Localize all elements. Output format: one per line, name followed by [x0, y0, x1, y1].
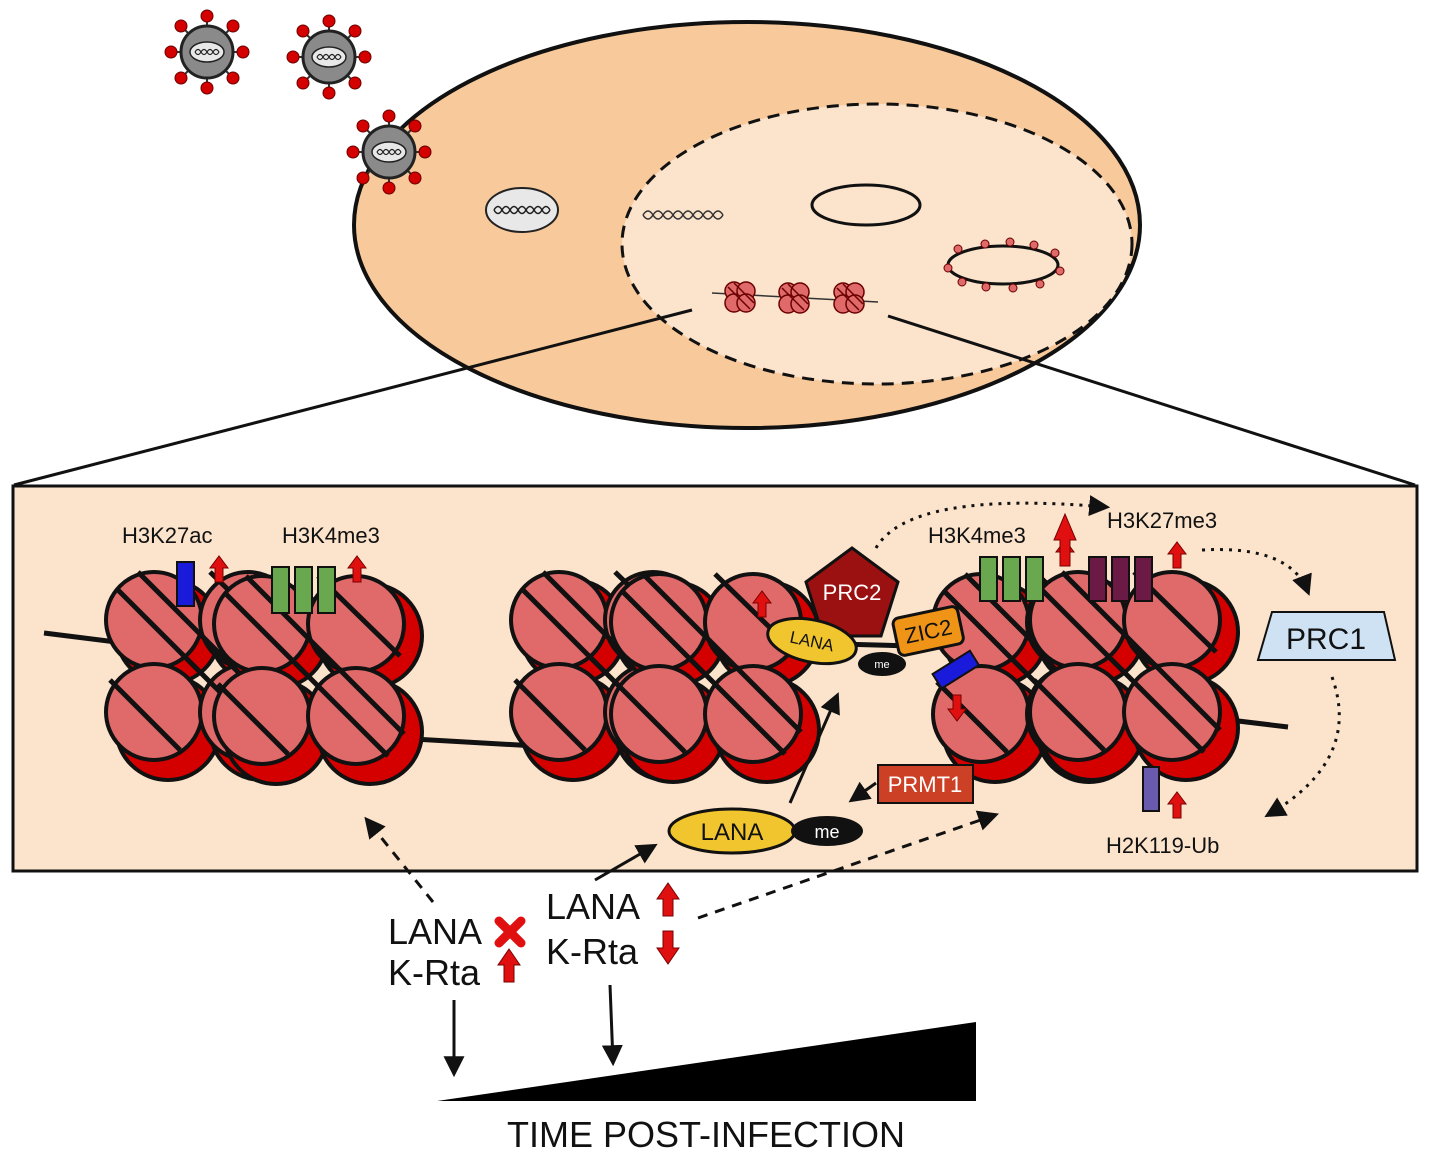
nucleosome-icon — [778, 282, 810, 314]
lana-protein: LANA me — [667, 807, 863, 855]
prmt1-protein: PRMT1 — [877, 764, 974, 804]
h2k119ub-mark — [1142, 766, 1160, 812]
h3k27ac-mark — [931, 649, 981, 690]
me-label: me — [814, 822, 839, 842]
nucleolus — [810, 183, 922, 227]
prc2-complex: PRC2 — [804, 546, 900, 638]
cell — [352, 20, 1142, 430]
condition2-lana-label: LANA — [546, 886, 640, 927]
up-arrow-icon — [497, 948, 521, 983]
prmt1-label: PRMT1 — [888, 772, 963, 797]
arrow — [594, 843, 658, 882]
dna-icon — [485, 187, 559, 233]
arrow — [601, 984, 623, 1067]
dna-icon — [642, 210, 724, 220]
condition2-krta-label: K-Rta — [546, 931, 639, 972]
h3k4me3-marks — [271, 566, 336, 614]
lana-label: LANA — [701, 819, 764, 846]
h3k27me3-marks — [1088, 556, 1153, 602]
h3k27ac-mark — [176, 561, 195, 607]
chromatin-small — [711, 281, 879, 314]
prc1-label: PRC1 — [1286, 623, 1366, 656]
dotted-arrow — [1201, 548, 1312, 596]
up-arrow-icon — [1053, 512, 1077, 567]
h3k4me3-marks — [979, 556, 1044, 602]
episome-icon — [943, 237, 1065, 293]
lana-protein-bound: LANA me — [766, 616, 906, 676]
h3k4me3-label: H3K4me3 — [928, 523, 1026, 548]
h3k27ac-label: H3K27ac — [122, 523, 213, 548]
dotted-arrow — [1264, 676, 1341, 818]
dashed-arrow — [697, 810, 999, 920]
virion-icon — [285, 13, 373, 101]
me-label: me — [874, 659, 889, 671]
arrow — [848, 781, 877, 803]
zoom-line — [887, 314, 1416, 487]
down-arrow-icon — [656, 930, 680, 965]
time-wedge — [437, 1022, 976, 1101]
x-mark-icon — [494, 916, 526, 948]
h3k27me3-label: H3K27me3 — [1107, 508, 1217, 533]
zoom-line — [13, 308, 693, 487]
h2k119ub-label: H2K119-Ub — [1106, 833, 1219, 858]
zic2-protein: ZIC2 — [891, 605, 965, 657]
arrow — [788, 692, 840, 804]
prc2-label: PRC2 — [823, 580, 882, 605]
virion-icon — [345, 108, 433, 196]
virion-icon — [163, 8, 251, 96]
h3k4me3-label: H3K4me3 — [282, 523, 380, 548]
condition1-krta-label: K-Rta — [388, 952, 481, 993]
prc1-complex: PRC1 — [1256, 611, 1397, 661]
nucleus — [620, 102, 1134, 386]
nucleosome-icon — [724, 281, 756, 313]
up-arrow-icon — [656, 882, 680, 917]
time-axis-label: TIME POST-INFECTION — [507, 1114, 905, 1155]
nucleosome-icon — [833, 282, 865, 314]
condition1-lana-label: LANA — [388, 911, 482, 952]
